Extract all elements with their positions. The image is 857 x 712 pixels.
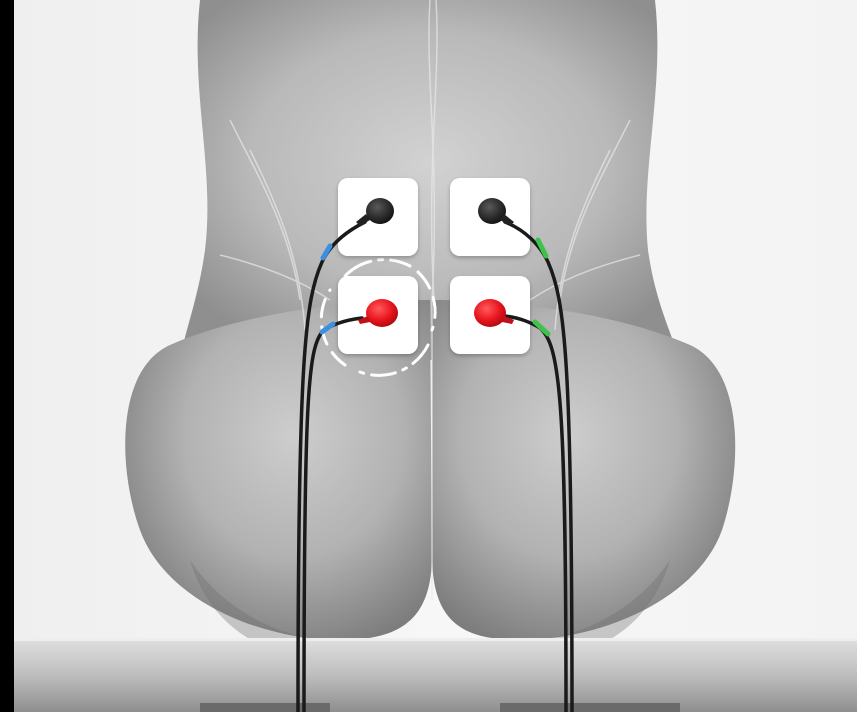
floor-surface bbox=[14, 640, 857, 712]
device-left-base bbox=[200, 703, 330, 712]
device-right-base bbox=[500, 703, 680, 712]
floor-edge bbox=[14, 638, 857, 641]
